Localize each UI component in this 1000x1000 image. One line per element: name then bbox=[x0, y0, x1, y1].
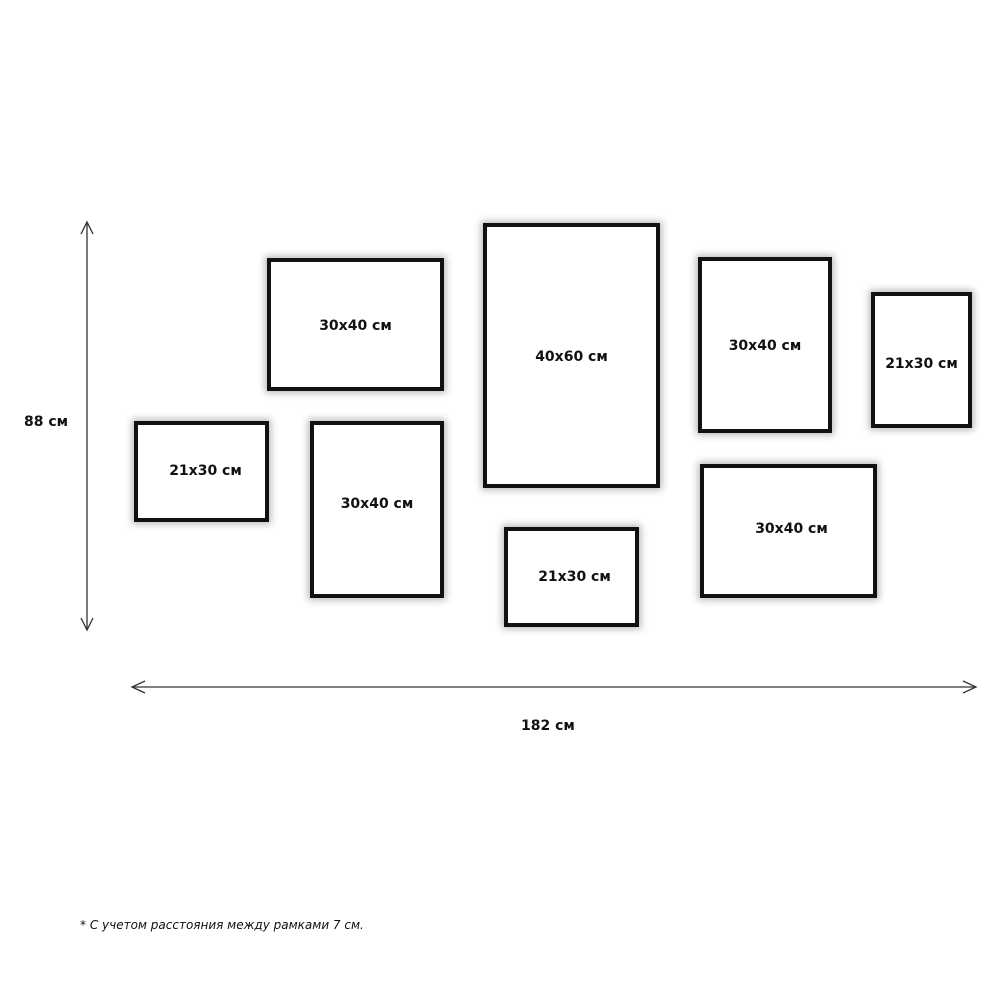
frame-30x40-top-left: 30x40 см bbox=[267, 258, 444, 391]
frame-30x40-bottom-right: 30x40 см bbox=[700, 464, 877, 598]
frame-size-label: 30x40 см bbox=[319, 317, 392, 334]
frame-30x40-top-right: 30x40 см bbox=[698, 257, 832, 433]
frame-size-label: 30x40 см bbox=[340, 495, 414, 512]
footnote: * С учетом расстояния между рамками 7 см… bbox=[80, 918, 364, 932]
frame-size-label: 30x40 см bbox=[755, 521, 828, 537]
frame-size-label: 40x60 см bbox=[535, 348, 608, 365]
frame-size-label: 21x30 см bbox=[169, 462, 242, 479]
frame-size-label: 30x40 см bbox=[728, 338, 802, 354]
frame-size-label: 21x30 см bbox=[885, 356, 958, 372]
width-dimension-label: 182 см bbox=[521, 718, 575, 734]
height-arrow bbox=[80, 220, 94, 632]
height-dimension-label: 88 см bbox=[24, 414, 69, 430]
frame-21x30-left: 21x30 см bbox=[134, 421, 269, 522]
frame-size-label: 21x30 см bbox=[538, 569, 611, 585]
frame-21x30-bottom-center: 21x30 см bbox=[504, 527, 639, 627]
frame-30x40-bottom-left: 30x40 см bbox=[310, 421, 444, 598]
frame-21x30-right: 21x30 см bbox=[871, 292, 972, 428]
frame-40x60-center: 40x60 см bbox=[483, 223, 660, 488]
width-arrow bbox=[130, 680, 978, 694]
